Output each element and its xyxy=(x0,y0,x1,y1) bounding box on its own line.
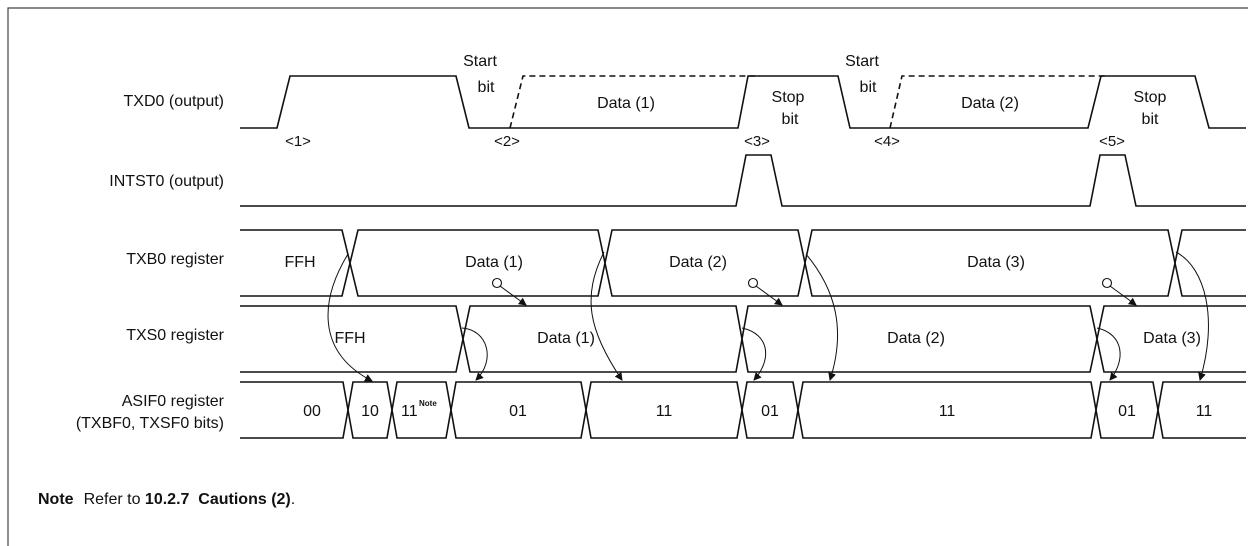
figure-frame xyxy=(7,7,1248,546)
marker-3: <3> xyxy=(744,133,770,150)
asif0-value-5: 01 xyxy=(761,403,779,420)
footnote: Note Refer to 10.2.7 Cautions (2). xyxy=(38,491,295,508)
asif0-value-1: 10 xyxy=(361,403,379,420)
txs0-bus xyxy=(240,305,1246,373)
intst0-waveform xyxy=(240,154,1246,207)
txs0-value-2: Data (2) xyxy=(887,330,945,347)
asif0-value-2: 11 xyxy=(401,403,418,420)
stop-bit-1-stop: Stop xyxy=(772,89,805,106)
label-txs0: TXS0 register xyxy=(126,327,224,344)
label-intst0: INTST0 (output) xyxy=(109,173,224,190)
asif0-value-6: 11 xyxy=(939,403,956,420)
asif0-value-4: 11 xyxy=(656,403,673,420)
marker-4: <4> xyxy=(874,133,900,150)
label-asif0: ASIF0 register xyxy=(122,393,225,410)
label-txb0: TXB0 register xyxy=(126,251,224,268)
marker-5: <5> xyxy=(1099,133,1125,150)
stop-bit-2-stop: Stop xyxy=(1134,89,1167,106)
txd0-data1: Data (1) xyxy=(597,95,655,112)
marker-1: <1> xyxy=(285,133,311,150)
label-txd0: TXD0 (output) xyxy=(124,93,224,110)
txd0-data2: Data (2) xyxy=(961,95,1019,112)
start-bit-2-start: Start xyxy=(845,53,879,70)
asif0-value-3: 01 xyxy=(509,403,527,420)
txb0-bus xyxy=(240,229,1246,297)
stop-bit-1-bit: bit xyxy=(782,111,799,128)
asif0-value-0: 00 xyxy=(303,403,321,420)
asif0-value-8: 11 xyxy=(1196,403,1213,420)
txd0-waveform xyxy=(240,75,1246,129)
txs0-value-0: FFH xyxy=(334,330,365,347)
causal-arrows xyxy=(327,251,1209,382)
start-bit-1-bit: bit xyxy=(478,79,495,96)
asif0-bus xyxy=(240,381,1246,439)
stop-bit-2-bit: bit xyxy=(1142,111,1159,128)
start-bit-2-bit: bit xyxy=(860,79,877,96)
label-asif0-bits: (TXBF0, TXSF0 bits) xyxy=(76,415,224,432)
txb0-value-2: Data (2) xyxy=(669,254,727,271)
footnote-text: Refer to xyxy=(84,491,145,508)
asif0-value-7: 01 xyxy=(1118,403,1136,420)
footnote-end: . xyxy=(291,491,295,508)
txb0-value-0: FFH xyxy=(284,254,315,271)
txs0-value-1: Data (1) xyxy=(537,330,595,347)
txb0-value-1: Data (1) xyxy=(465,254,523,271)
txs0-value-3: Data (3) xyxy=(1143,330,1201,347)
asif0-note-sup: Note xyxy=(419,399,437,408)
transfer-arrows xyxy=(491,277,1137,306)
txb0-value-3: Data (3) xyxy=(967,254,1025,271)
start-bit-1-start: Start xyxy=(463,53,497,70)
footnote-label: Note xyxy=(38,491,74,508)
marker-2: <2> xyxy=(494,133,520,150)
footnote-reference: 10.2.7 Cautions (2) xyxy=(145,491,291,508)
